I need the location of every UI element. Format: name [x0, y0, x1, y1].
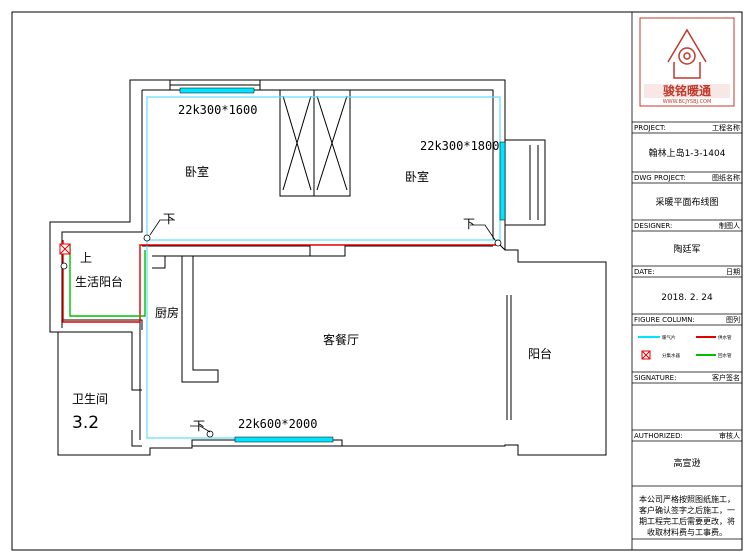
- node-3: [60, 262, 68, 270]
- designer-label: DESIGNER:: [634, 222, 672, 230]
- cyan-pipe-living: [146, 240, 235, 439]
- authorized-label-cn: 审核人: [719, 431, 740, 440]
- legend-valve: 分集水器: [662, 352, 680, 359]
- down-leaders: [149, 219, 496, 433]
- kitchen-wall-stub: [152, 255, 166, 269]
- cyan-pipe-bedrooms: [146, 96, 501, 241]
- supply-pipe: [62, 240, 500, 323]
- signature-label: SIGNATURE:: [634, 374, 676, 382]
- dwg-label-cn: 图纸名称: [712, 173, 740, 182]
- figure-label: FIGURE COLUMN:: [634, 316, 695, 324]
- inner-wall-left: [61, 90, 143, 328]
- kitchen-wall-stub2: [181, 256, 219, 383]
- room-label-kitchen: 厨房: [155, 305, 179, 320]
- authorized-value: 高宣逊: [673, 457, 700, 469]
- radiator-1: [179, 87, 255, 94]
- project-label-cn: 工程名称: [712, 123, 740, 132]
- legend-return: 回水管: [718, 352, 732, 359]
- legend-supply: 供水管: [718, 334, 732, 341]
- bedroom-living-divider: [142, 245, 493, 257]
- radiators: [179, 87, 506, 443]
- house-icon: [667, 28, 707, 79]
- logo-text: 骏铭暖通: [663, 83, 711, 98]
- note-line-1: 本公司严格按照图纸施工，: [639, 494, 735, 504]
- legend-radiator: 暖气片: [662, 334, 676, 341]
- signature-label-cn: 客户签名: [712, 373, 740, 382]
- designer-label-cn: 制图人: [719, 221, 740, 230]
- radiator-label-1: 22k300*1600: [178, 103, 257, 117]
- floor-plan: [49, 79, 607, 456]
- project-label: PROJECT:: [634, 124, 666, 132]
- up-mark: 上: [80, 251, 92, 265]
- note-line-3: 期工程完工后需要更改，将: [639, 516, 735, 526]
- date-label-cn: 日期: [726, 268, 740, 276]
- down-mark-2: 下: [463, 217, 475, 231]
- note-line-2: 客户确认签字之后施工，一: [639, 505, 735, 515]
- date-value: 2018. 2. 24: [661, 293, 713, 303]
- dwg-value: 采暖平面布线图: [655, 196, 718, 208]
- node-1: [143, 234, 151, 242]
- radiator-2: [499, 141, 506, 221]
- bathroom-top-wall: [58, 331, 142, 391]
- radiator-label-2: 22k300*1800: [420, 139, 499, 153]
- wardrobe-x2: [282, 95, 312, 191]
- down-mark-3: 下: [193, 419, 205, 433]
- radiator-3: [234, 436, 334, 443]
- figure-label-cn: 图列: [726, 315, 740, 324]
- room-label-living-balcony: 生活阳台: [75, 274, 123, 289]
- bathroom-door: [131, 430, 142, 447]
- project-value: 翰林上岛1-3-1404: [649, 147, 726, 159]
- date-label: DATE:: [634, 268, 655, 276]
- authorized-label: AUTHORIZED:: [634, 432, 683, 440]
- room-label-bedroom-right: 卧室: [405, 169, 429, 184]
- company-logo: 骏铭暖通 WWW.BCJYSBJ.COM: [639, 17, 735, 107]
- return-pipe: [69, 244, 146, 317]
- legend: 暖气片 供水管 分集水器 回水管: [638, 334, 732, 360]
- designer-value: 陶廷军: [673, 243, 700, 255]
- title-block: [631, 11, 743, 551]
- pipe-network: [62, 96, 501, 439]
- room-label-bedroom-left: 卧室: [185, 164, 209, 179]
- node-2: [494, 239, 502, 247]
- wardrobe: [279, 89, 351, 197]
- room-number-bathroom: 3.2: [72, 413, 99, 433]
- outer-wall: [49, 79, 607, 456]
- room-label-bathroom: 卫生间: [72, 392, 108, 406]
- dwg-label: DWG PROJECT:: [634, 174, 686, 182]
- room-label-living-dining: 客餐厅: [323, 332, 359, 347]
- manifold-icon: [59, 243, 71, 255]
- node-4: [206, 430, 214, 438]
- note-line-4: 收取材料费与工事费。: [647, 527, 727, 537]
- down-mark-1: 下: [163, 212, 175, 226]
- wardrobe-x4: [316, 95, 348, 191]
- radiator-label-3: 22k600*2000: [238, 417, 317, 431]
- bay-window: [505, 139, 546, 226]
- balcony-wall: [62, 319, 143, 330]
- room-label-balcony: 阳台: [528, 346, 552, 361]
- connection-points: [60, 234, 502, 438]
- logo-url: WWW.BCJYSBJ.COM: [663, 99, 712, 105]
